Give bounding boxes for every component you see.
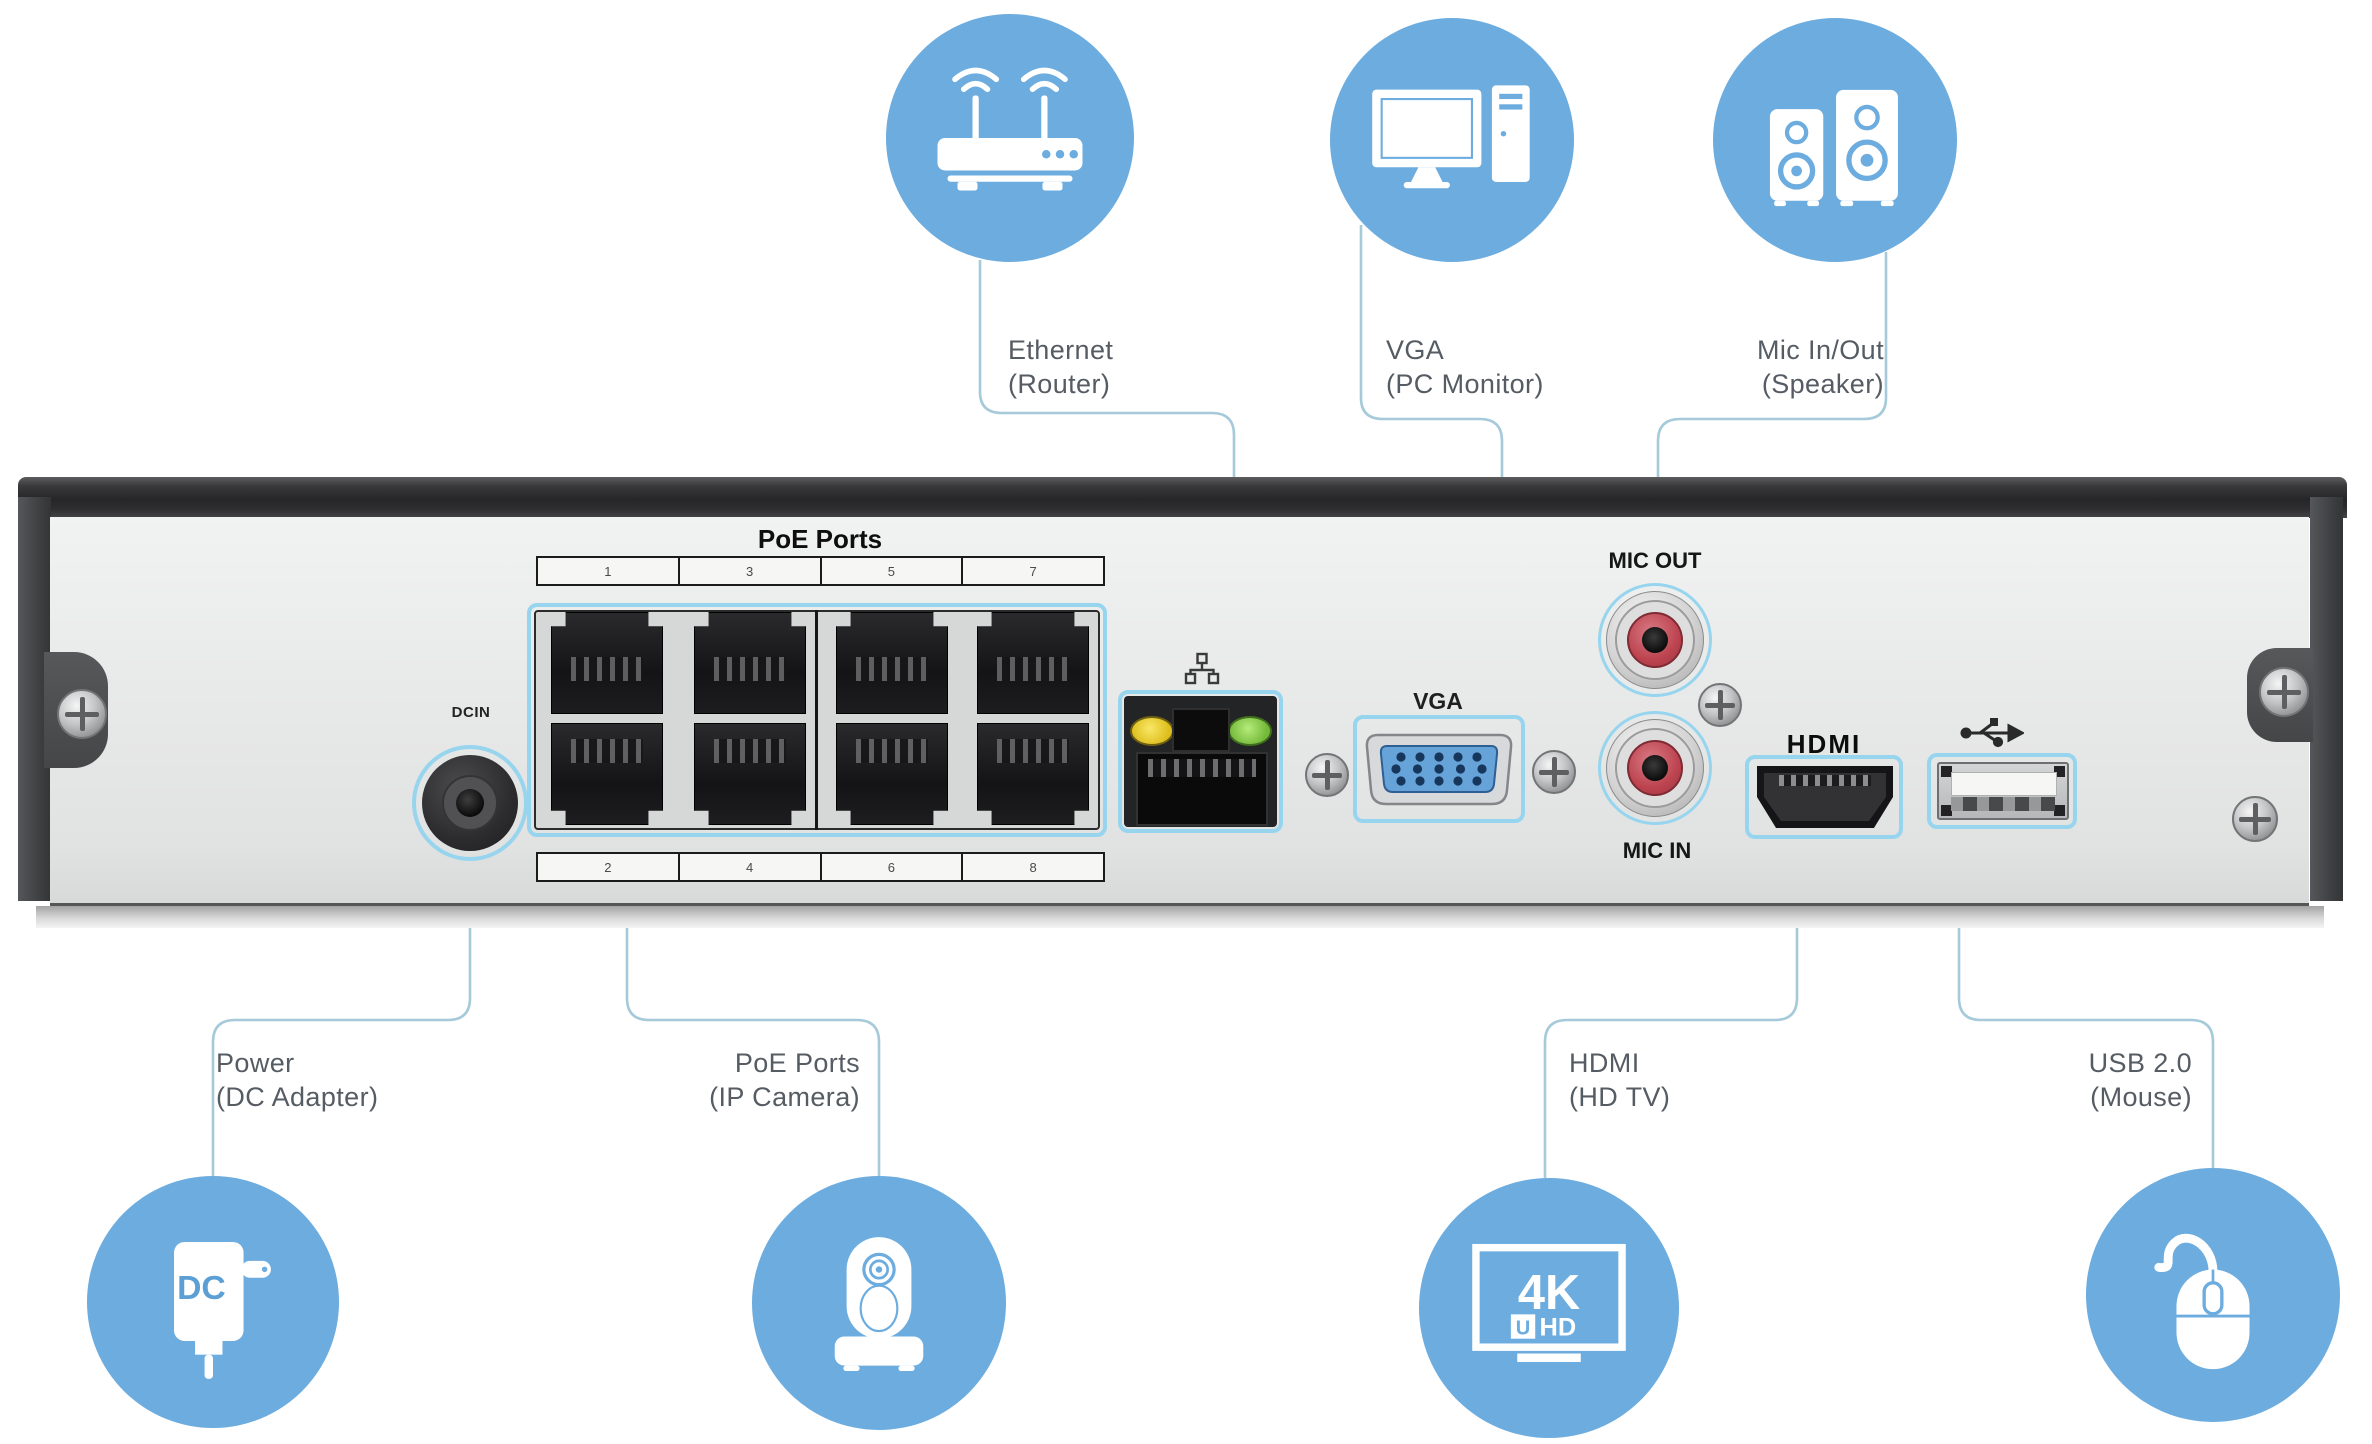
vga-left-screw <box>1305 753 1349 797</box>
poe-label-line2: (IP Camera) <box>709 1082 860 1112</box>
vga-port-group <box>1353 715 1525 823</box>
power-callout-line <box>211 862 472 1176</box>
mic-in-jack <box>1598 711 1712 825</box>
poe-number-7: 7 <box>1029 563 1037 579</box>
hdmi-logo: HDMI <box>1786 729 1862 759</box>
dc-power-jack <box>412 745 528 861</box>
vga-callout-label: VGA (PC Monitor) <box>1386 333 1544 401</box>
tv-4k-text: 4K <box>1518 1266 1580 1320</box>
power-label-line1: Power <box>216 1048 295 1078</box>
router-bubble <box>886 14 1134 262</box>
vga-label-line2: (PC Monitor) <box>1386 369 1544 399</box>
speakers-bubble <box>1713 18 1957 262</box>
lan-port-opening <box>1136 752 1268 826</box>
poe-jack-2 <box>551 723 663 825</box>
ethernet-label-line1: Ethernet <box>1008 335 1114 365</box>
vga-connector <box>1365 733 1513 806</box>
vga-label-line1: VGA <box>1386 335 1445 365</box>
chassis-top-edge <box>18 477 2347 518</box>
mouse-bubble <box>2086 1168 2340 1422</box>
dcin-label: DCIN <box>451 704 491 721</box>
ethernet-label-line2: (Router) <box>1008 369 1111 399</box>
poe-numbers-top-strip: 1 3 5 7 <box>536 556 1105 586</box>
usb-callout-line <box>1957 831 2215 1168</box>
pc-monitor-icon <box>1372 85 1530 189</box>
tv-u-text: U <box>1516 1317 1531 1339</box>
poe-number-6: 6 <box>822 854 964 880</box>
power-label-line2: (DC Adapter) <box>216 1082 379 1112</box>
hdmi-label-line2: (HD TV) <box>1569 1082 1671 1112</box>
hdmi-callout-label: HDMI (HD TV) <box>1569 1046 1670 1114</box>
poe-jack-3 <box>694 612 806 714</box>
lan-led-green <box>1228 716 1272 746</box>
poe-number-3: 3 <box>680 558 822 584</box>
poe-jack-1 <box>551 612 663 714</box>
right-mounting-bracket <box>2310 497 2343 901</box>
speakers-icon <box>1769 89 1898 207</box>
usb-port-group <box>1927 753 2077 829</box>
hdmi-label-line1: HDMI <box>1569 1048 1640 1078</box>
lan-port-group <box>1118 690 1283 833</box>
poe-number-5: 5 <box>822 558 964 584</box>
poe-number-2: 2 <box>538 854 680 880</box>
mic-out-jack <box>1598 583 1712 697</box>
power-label: Power (DC Adapter) <box>216 1046 378 1114</box>
lan-port-tab <box>1172 708 1230 752</box>
vga-callout-line <box>1359 225 1504 713</box>
network-icon <box>1184 652 1220 685</box>
ip-camera-icon <box>834 1237 924 1372</box>
mic-label-line1: Mic In/Out <box>1756 335 1884 365</box>
poe-numbers-bottom-strip: 2 4 6 8 <box>536 852 1105 882</box>
hdmi-connector <box>1757 766 1893 828</box>
poe-callout-label: PoE Ports (IP Camera) <box>600 1046 860 1114</box>
chassis-bottom-shadow <box>36 906 2324 928</box>
poe-jack-8 <box>977 723 1089 825</box>
poe-number-1: 1 <box>538 558 680 584</box>
poe-ports-title: PoE Ports <box>757 524 883 554</box>
hdmi-callout-line <box>1543 841 1799 1178</box>
poe-jack-5 <box>836 612 948 714</box>
dc-adapter-icon: DC <box>174 1241 271 1379</box>
left-ear-screw <box>57 689 107 739</box>
dc-adapter-bubble: DC <box>87 1176 339 1428</box>
ethernet-callout-line <box>978 260 1236 690</box>
hdmi-port-group <box>1745 755 1903 839</box>
poe-label-line1: PoE Ports <box>734 1048 860 1078</box>
mic-label-line2: (Speaker) <box>1761 369 1884 399</box>
router-icon <box>937 67 1083 191</box>
lan-led-yellow <box>1130 716 1174 746</box>
poe-jack-7 <box>977 612 1089 714</box>
tv-4k-bubble: 4K U HD <box>1419 1178 1679 1438</box>
mic-callout-line <box>1656 252 1888 581</box>
ip-camera-bubble <box>752 1176 1006 1430</box>
usb-label-line1: USB 2.0 <box>2088 1048 2192 1078</box>
tv-4k-icon: 4K U HD <box>1472 1243 1626 1362</box>
poe-callout-line <box>625 839 881 1176</box>
usb-label-line2: (Mouse) <box>2090 1082 2192 1112</box>
mic-callout-label: Mic In/Out (Speaker) <box>1630 333 1884 401</box>
mouse-icon <box>2154 1233 2250 1370</box>
ethernet-label: Ethernet (Router) <box>1008 333 1113 401</box>
vga-port-label: VGA <box>1413 688 1463 714</box>
poe-number-4: 4 <box>680 854 822 880</box>
tv-hd-text: HD <box>1539 1314 1576 1342</box>
vga-right-screw <box>1532 750 1576 794</box>
poe-jack-4 <box>694 723 806 825</box>
poe-jack-6 <box>836 723 948 825</box>
usb-icon <box>1960 718 2024 748</box>
mic-out-label: MIC OUT <box>1608 548 1702 573</box>
usb-connector <box>1937 762 2069 820</box>
mic-in-label: MIC IN <box>1622 838 1692 863</box>
dc-icon-text: DC <box>177 1269 226 1307</box>
right-ear-screw <box>2259 667 2309 717</box>
usb-callout-label: USB 2.0 (Mouse) <box>1930 1046 2192 1114</box>
pc-monitor-bubble <box>1330 18 1574 262</box>
mic-side-screw <box>1698 683 1742 727</box>
right-panel-screw <box>2232 796 2278 842</box>
poe-number-8: 8 <box>1029 859 1037 875</box>
poe-middle-divider <box>815 610 818 830</box>
